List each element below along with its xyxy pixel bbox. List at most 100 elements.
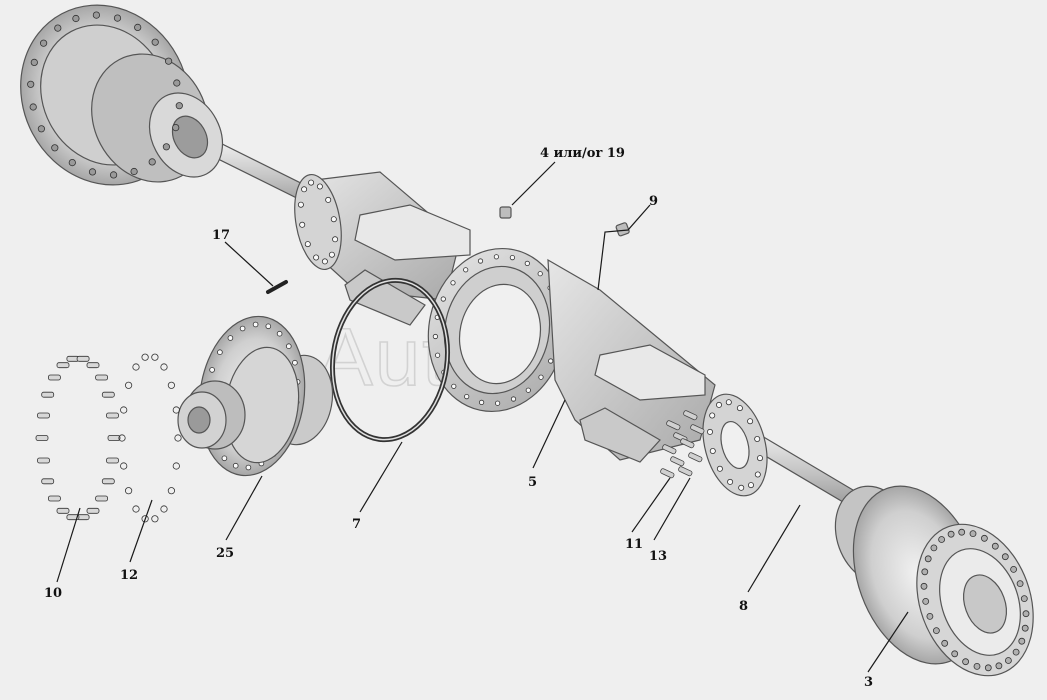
- flange-hole: [736, 405, 743, 412]
- bolt: [101, 391, 115, 398]
- flange-hole: [321, 258, 328, 265]
- callout-5: 5: [528, 475, 537, 490]
- final-drive-assembly: [177, 315, 334, 477]
- flange-hole: [727, 478, 734, 485]
- hub-bolt: [29, 103, 37, 111]
- callout-12: 12: [120, 568, 138, 583]
- hub-bolt: [947, 530, 955, 538]
- hub-bolt: [969, 530, 977, 537]
- washer: [160, 363, 168, 371]
- stud: [678, 466, 693, 477]
- bolt: [41, 391, 55, 398]
- bolt: [107, 435, 121, 441]
- hub-bolt: [134, 23, 142, 31]
- bolt: [56, 507, 70, 514]
- flange-hole: [330, 216, 337, 223]
- callout-3: 3: [864, 675, 873, 690]
- flange-hole: [748, 482, 755, 489]
- hub-bolt: [1020, 595, 1028, 602]
- flange-hole: [232, 462, 239, 469]
- bolt: [37, 457, 50, 464]
- left-wheel-hub: [20, 4, 224, 186]
- flange-hole: [747, 418, 754, 425]
- hub-bolt: [973, 663, 981, 670]
- stud: [683, 410, 698, 421]
- hub-bolt: [27, 80, 35, 88]
- flange-hole: [434, 352, 441, 358]
- flange-hole: [265, 323, 272, 330]
- hub-bolt: [1022, 610, 1030, 618]
- flange-hole: [209, 367, 215, 373]
- hub-bolt: [175, 102, 183, 110]
- washer: [118, 434, 126, 442]
- hub-bolt: [984, 664, 992, 672]
- callout-7: 7: [352, 517, 361, 532]
- hub-bolt: [39, 39, 48, 47]
- washer: [172, 406, 180, 414]
- stud: [660, 468, 675, 479]
- leader-lines: [56, 161, 909, 673]
- washer: [151, 515, 159, 523]
- washer: [151, 353, 159, 361]
- callout-labels: 4 или/or 19 9 17 5 7 25 10 12 11 13 8 3: [44, 146, 873, 690]
- flange-hole: [463, 267, 469, 273]
- hub-bolt: [962, 658, 969, 666]
- callout-9: 9: [649, 194, 658, 209]
- bolt: [86, 362, 100, 369]
- hub-bolt: [924, 555, 932, 563]
- hub-bolt: [920, 582, 928, 590]
- bolt: [106, 457, 119, 464]
- hub-bolt: [72, 14, 80, 23]
- hub-bolt: [1016, 580, 1024, 587]
- bolt: [56, 362, 70, 369]
- bolt: [48, 374, 61, 381]
- hub-bolt: [162, 143, 170, 151]
- flange-hole: [716, 401, 723, 408]
- washer: [132, 505, 140, 513]
- bolt: [48, 495, 61, 502]
- stud: [680, 438, 695, 449]
- right-wheel-hub: [834, 485, 1034, 677]
- hub-bolt: [995, 662, 1003, 670]
- hub-bolt: [1010, 566, 1017, 573]
- bolt: [76, 355, 90, 362]
- hub-bolt: [1001, 553, 1009, 561]
- left-hub-bolts: [27, 11, 183, 179]
- flange-hole: [757, 455, 764, 462]
- stud: [690, 424, 705, 435]
- callout-4-or-19: 4 или/or 19: [540, 146, 625, 161]
- hub-bolt: [37, 125, 46, 133]
- flange-hole: [548, 358, 554, 364]
- hub-bolt: [68, 159, 76, 167]
- callout-25: 25: [216, 546, 234, 561]
- hub-bolt: [1021, 624, 1029, 632]
- hub-bolt: [951, 650, 959, 658]
- washer: [141, 353, 149, 361]
- hub-bolt: [51, 144, 59, 152]
- bolt: [106, 412, 119, 419]
- hub-bolt: [1018, 637, 1026, 645]
- hub-bolt: [1012, 648, 1020, 656]
- flange-hole: [707, 428, 714, 435]
- hub-bolt: [922, 598, 930, 605]
- flange-hole: [440, 296, 446, 302]
- filler-plug: [615, 222, 630, 237]
- stud: [666, 420, 681, 431]
- stud: [688, 452, 703, 463]
- hub-bolt: [92, 11, 101, 19]
- flange-hole: [509, 255, 516, 261]
- hub-bolt: [151, 38, 159, 46]
- flange-hole: [285, 343, 292, 350]
- hub-bolt: [958, 528, 966, 536]
- washer: [141, 515, 149, 523]
- hub-bolt: [172, 124, 180, 132]
- hub-bolt: [938, 536, 945, 543]
- stud: [670, 456, 685, 467]
- hub-bolt: [991, 542, 999, 550]
- hub-bolt: [54, 24, 62, 32]
- hub-bolt: [933, 627, 940, 634]
- locating-pin: [266, 280, 288, 294]
- bolt: [95, 495, 108, 502]
- washer: [120, 406, 128, 414]
